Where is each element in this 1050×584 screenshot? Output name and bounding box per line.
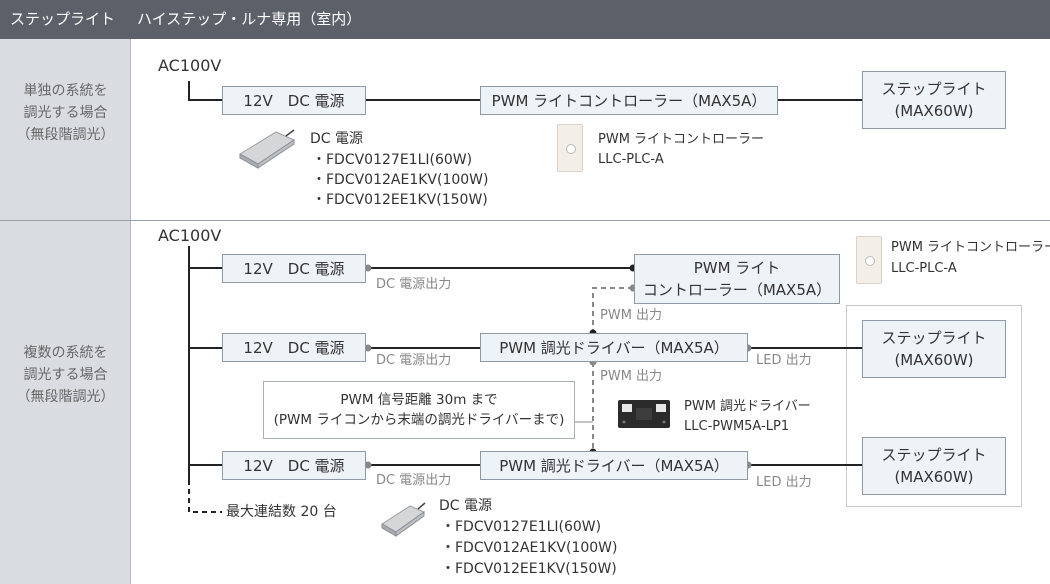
row2-label: 複数の系統を 調光する場合 （無段階調光） bbox=[0, 342, 131, 408]
row1-ac-label: AC100V bbox=[158, 56, 222, 75]
row2-ctrl-caption-line2: LLC-PLC-A bbox=[891, 261, 957, 276]
controller-plate-icon bbox=[557, 124, 583, 172]
row2-dc-psu-box-2: 12V DC 電源 bbox=[222, 333, 366, 362]
row2-psu-model-1: ・FDCV0127E1LI(60W) bbox=[441, 519, 602, 535]
dc-out-label-3: DC 電源出力 bbox=[376, 473, 452, 488]
row1-steplight-line1: ステップライト bbox=[881, 80, 987, 98]
row2-controller-line2: コントローラー（MAX5A） bbox=[642, 281, 832, 299]
row1-ctrl-caption-line2: LLC-PLC-A bbox=[598, 152, 664, 167]
header-subtitle: ハイステップ・ルナ専用（室内） bbox=[137, 10, 362, 28]
row2-ac-extension bbox=[188, 480, 222, 513]
row2-steplight2-line2: (MAX60W) bbox=[894, 468, 974, 486]
dc-power-supply-icon bbox=[239, 129, 296, 169]
led-out-label-2: LED 出力 bbox=[756, 475, 812, 490]
column-divider bbox=[130, 39, 131, 584]
row2-controller-plate-icon bbox=[856, 236, 882, 284]
row1-ac-wire bbox=[188, 81, 222, 101]
row2-steplight2-line1: ステップライト bbox=[881, 446, 987, 464]
row2-dc-psu-box-3: 12V DC 電源 bbox=[222, 451, 366, 480]
pwm-out-label-2: PWM 出力 bbox=[600, 369, 663, 384]
row2-steplight1-line2: (MAX60W) bbox=[894, 351, 974, 369]
dc-out-dot2 bbox=[364, 344, 372, 352]
led-out-label-1: LED 出力 bbox=[756, 353, 812, 368]
row2-ac-label: AC100V bbox=[158, 226, 222, 245]
row2-driver-box-1: PWM 調光ドライバー（MAX5A） bbox=[480, 333, 748, 362]
row1-psu-model-2: ・FDCV012AE1KV(100W) bbox=[312, 172, 489, 188]
driver-caption-line1: PWM 調光ドライバー bbox=[684, 399, 811, 414]
dc-out-label-2: DC 電源出力 bbox=[376, 353, 452, 368]
row2-dc-psu-box-1: 12V DC 電源 bbox=[222, 254, 366, 283]
row2-driver-box-2: PWM 調光ドライバー（MAX5A） bbox=[480, 451, 748, 480]
dc-out-label-1: DC 電源出力 bbox=[376, 277, 452, 292]
row1-label-line1: 単独の系統を bbox=[23, 83, 108, 99]
row1-label-line3: （無段階調光） bbox=[16, 127, 115, 143]
pwm-out-label-1: PWM 出力 bbox=[600, 308, 663, 323]
row2-psu-model-3: ・FDCV012EE1KV(150W) bbox=[441, 561, 617, 577]
pwm-distance-note: PWM 信号距離 30m まで (PWM ライコンから末端の調光ドライバーまで) bbox=[263, 381, 575, 439]
row1-label-line2: 調光する場合 bbox=[23, 105, 108, 121]
row2-psu-model-2: ・FDCV012AE1KV(100W) bbox=[441, 540, 618, 556]
max-connection-label: 最大連結数 20 台 bbox=[226, 504, 337, 520]
row1-psu-caption-title: DC 電源 bbox=[310, 131, 364, 147]
row2-label-line2: 調光する場合 bbox=[23, 367, 108, 383]
row2-label-bg bbox=[0, 221, 131, 584]
row-divider bbox=[0, 220, 1050, 221]
row1-ctrl-caption-line1: PWM ライトコントローラー bbox=[598, 132, 765, 147]
row2-label-line3: （無段階調光） bbox=[16, 389, 115, 405]
row1-label-bg bbox=[0, 39, 131, 220]
row2-steplight-box-2: ステップライト (MAX60W) bbox=[862, 437, 1006, 495]
row2-controller-line1: PWM ライト bbox=[693, 259, 781, 277]
dc-out-dot1 bbox=[364, 264, 372, 272]
pwm-signal-1 bbox=[592, 287, 633, 333]
dimming-driver-icon bbox=[618, 400, 670, 428]
row1-controller-box: PWM ライトコントローラー（MAX5A） bbox=[480, 86, 778, 115]
dc-out-dot3 bbox=[364, 461, 372, 469]
page-header: ステップライト ハイステップ・ルナ専用（室内） bbox=[0, 0, 1050, 39]
row1-steplight-line2: (MAX60W) bbox=[894, 102, 974, 120]
dc-power-supply-icon-2 bbox=[381, 502, 426, 537]
row1-psu-model-3: ・FDCV012EE1KV(150W) bbox=[312, 192, 488, 208]
row2-controller-box: PWM ライト コントローラー（MAX5A） bbox=[634, 254, 840, 304]
row1-dc-psu-box: 12V DC 電源 bbox=[222, 86, 366, 115]
row2-steplight1-line1: ステップライト bbox=[881, 329, 987, 347]
row1-psu-model-1: ・FDCV0127E1LI(60W) bbox=[312, 152, 473, 168]
row2-steplight-box-1: ステップライト (MAX60W) bbox=[862, 320, 1006, 378]
row2-psu-caption-title: DC 電源 bbox=[439, 498, 493, 514]
row1-steplight-box: ステップライト (MAX60W) bbox=[862, 71, 1006, 129]
row2-label-line1: 複数の系統を bbox=[23, 345, 108, 361]
pwm-note-line1: PWM 信号距離 30m まで bbox=[340, 392, 498, 408]
header-title: ステップライト bbox=[10, 10, 116, 28]
row2-ctrl-caption-line1: PWM ライトコントローラー bbox=[891, 240, 1050, 255]
driver-caption-line2: LLC-PWM5A-LP1 bbox=[684, 419, 790, 434]
row1-label: 単独の系統を 調光する場合 （無段階調光） bbox=[0, 80, 131, 146]
pwm-note-line2: (PWM ライコンから末端の調光ドライバーまで) bbox=[273, 412, 565, 428]
